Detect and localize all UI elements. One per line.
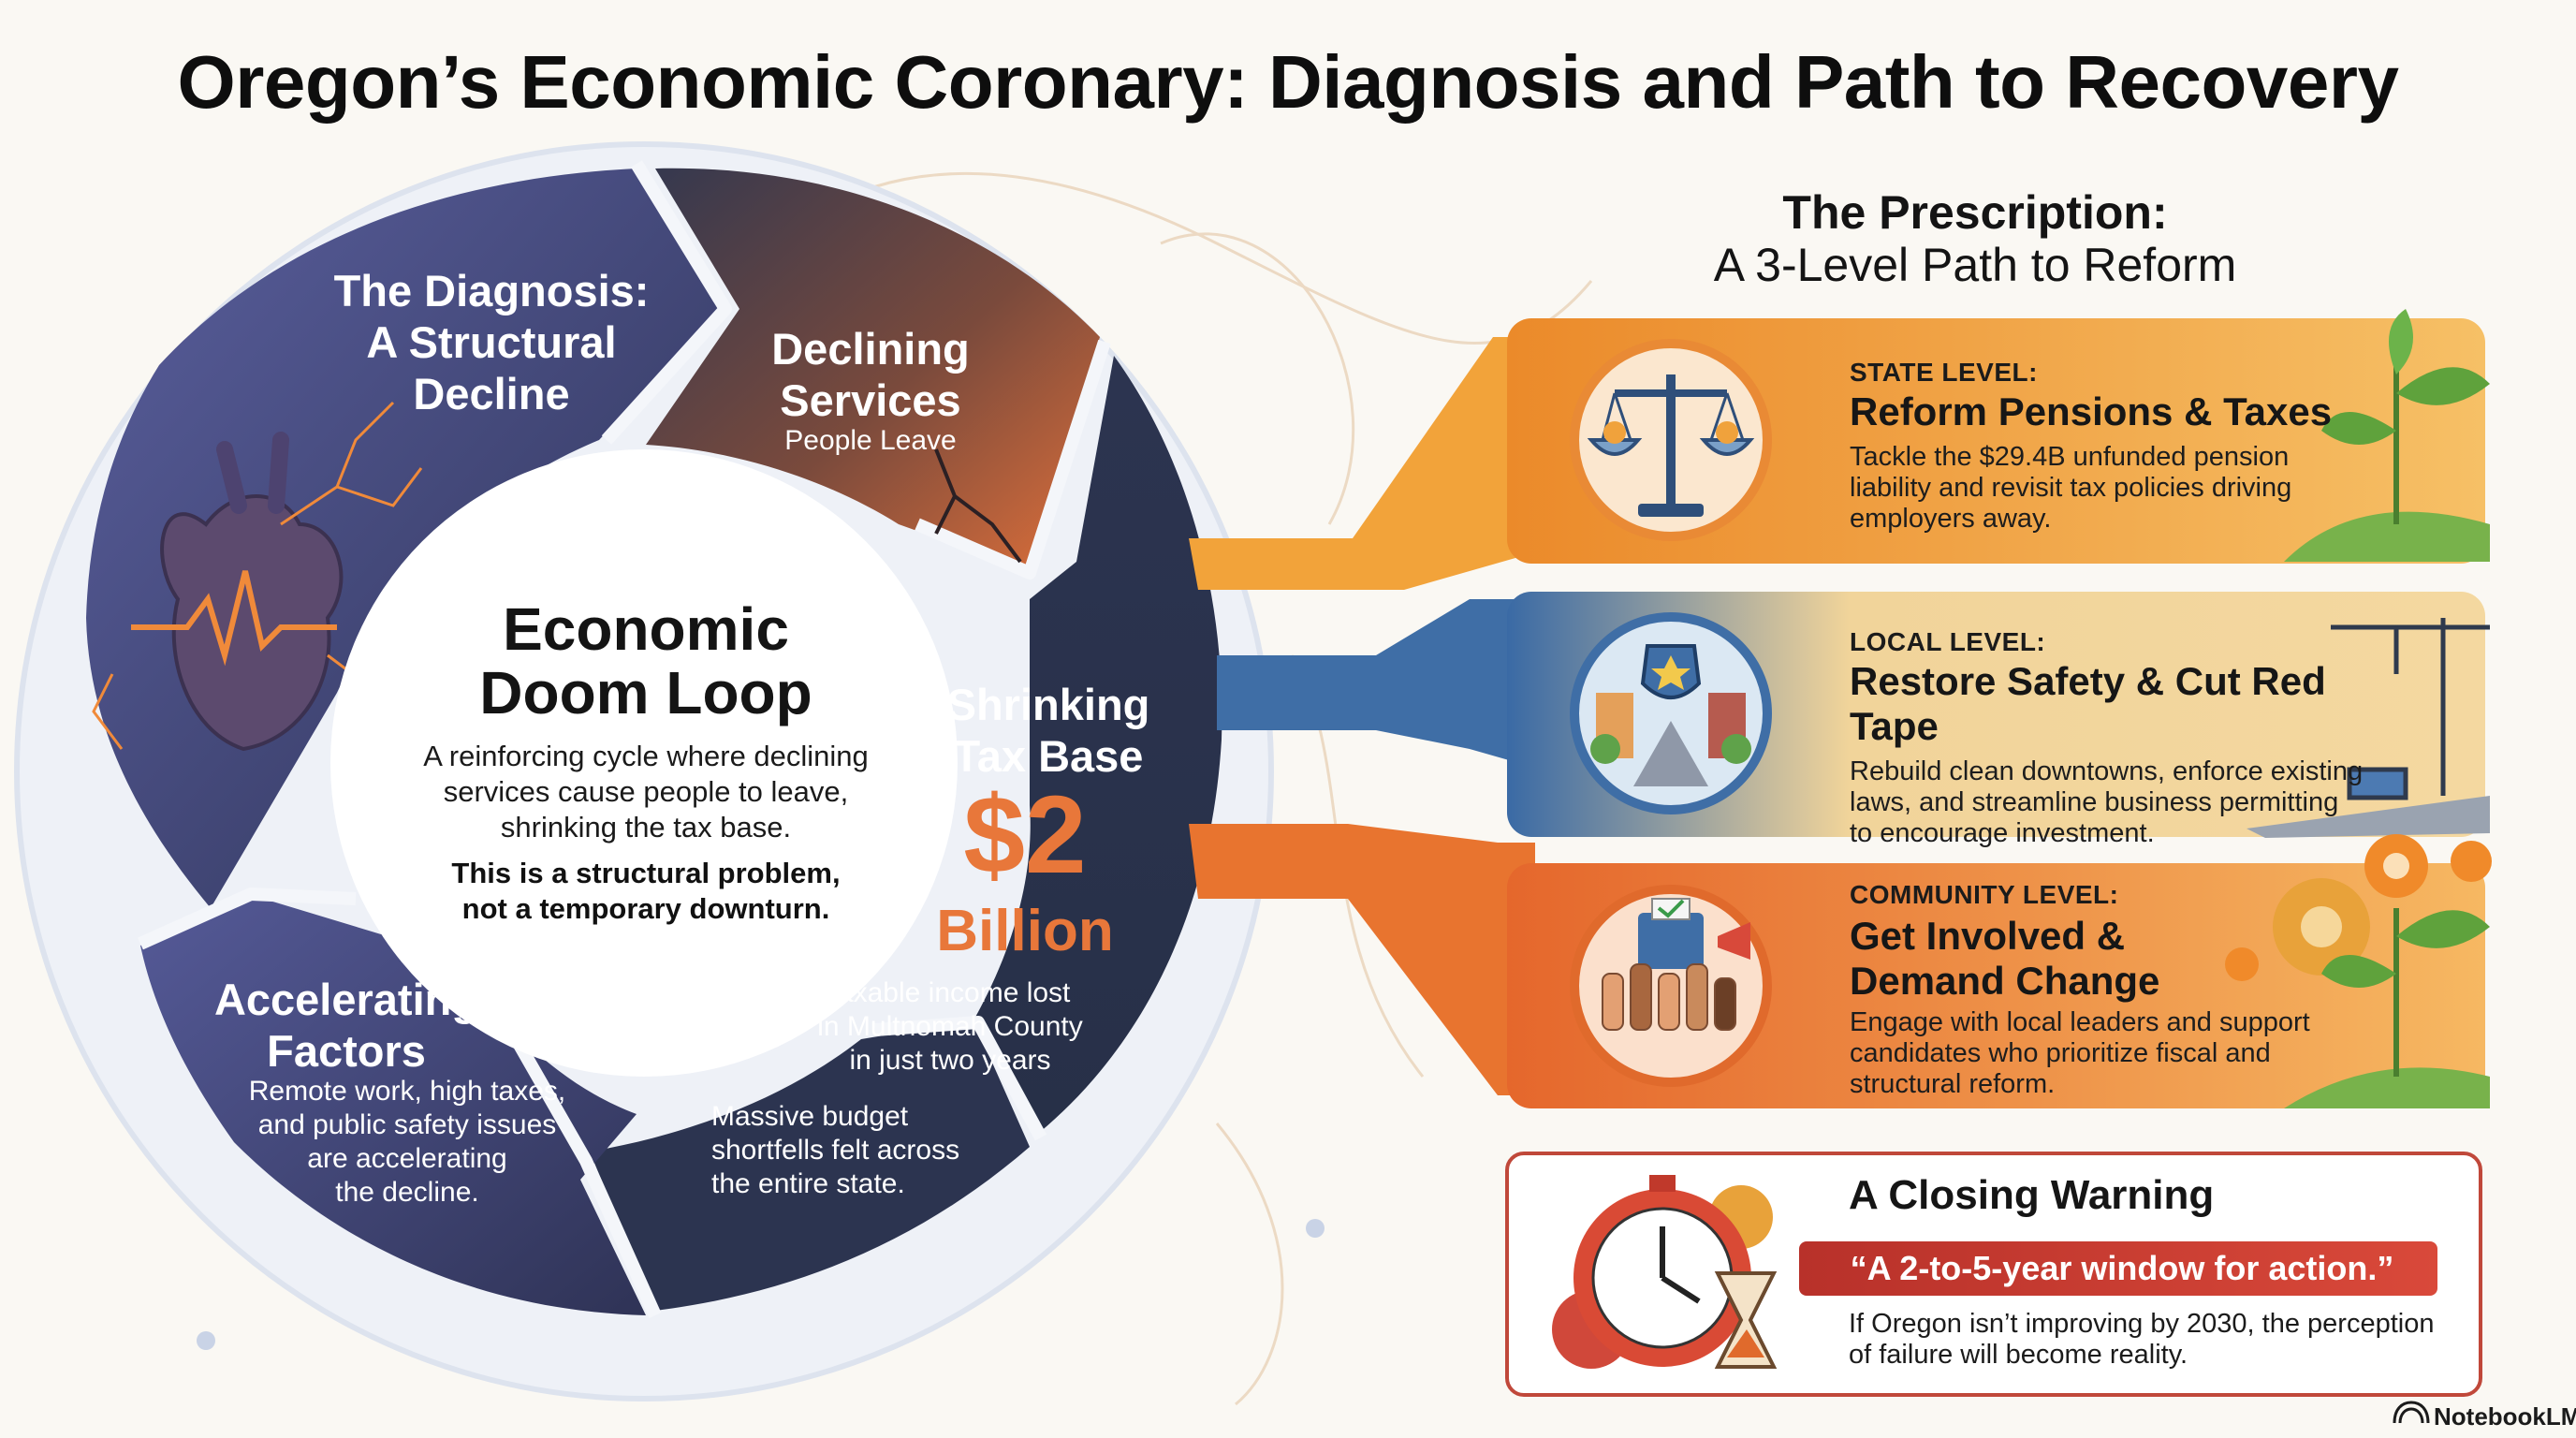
segment-accelerating	[140, 894, 646, 1315]
amount-value: $2	[963, 773, 1087, 897]
community-level-body-line: structural reform.	[1850, 1069, 2056, 1099]
center-description-line: A reinforcing cycle where declining	[423, 740, 869, 772]
diagnosis-title-line: The Diagnosis:	[333, 266, 650, 315]
accelerating-body: Remote work, high taxes, and public safe…	[225, 1075, 590, 1210]
shrinking-title: Shrinking Tax Base	[936, 679, 1161, 782]
community-level-band	[1507, 863, 2485, 1108]
segment-shrinking	[973, 356, 1222, 1133]
local-level-label: LOCAL LEVEL:	[1850, 627, 2046, 656]
warning-quote-bar	[1799, 1241, 2437, 1296]
ballot-box-hands-icon	[1570, 885, 1772, 1087]
decor-dot	[197, 1331, 215, 1350]
amount-unit: Billion	[936, 899, 1114, 963]
state-level-body-line: employers away.	[1850, 504, 2052, 534]
declining-title-line: Declining	[771, 324, 970, 374]
accelerating-title: Accelerating Factors	[197, 974, 496, 1077]
diagnosis-title: The Diagnosis: A Structural Decline	[281, 265, 702, 419]
decor-dot	[1306, 1219, 1325, 1238]
shortfalls-body-line: shortfells felt across	[711, 1135, 960, 1166]
declining-subtitle: People Leave	[784, 425, 957, 456]
notebooklm-logo-icon	[2393, 1401, 2430, 1424]
shrinking-body-line: taxable income lost	[829, 977, 1071, 1008]
shrinking-body-line: in just two years	[849, 1045, 1051, 1076]
center-emphasis-line: This is a structural problem,	[451, 857, 841, 889]
connector-orange-bottom	[1189, 824, 1535, 1095]
police-badge-street-icon	[1570, 612, 1772, 814]
shrinking-title-line: Shrinking	[946, 680, 1150, 729]
local-level-body-line: laws, and streamline business permitting	[1850, 787, 2339, 817]
shrinking-body: taxable income lost in Multnomah County …	[796, 976, 1105, 1078]
local-level-body-line: Rebuild clean downtowns, enforce existin…	[1850, 756, 2364, 786]
sprouting-plant-icon	[2284, 309, 2490, 562]
center-title-line: Doom Loop	[479, 659, 812, 726]
cracked-heart-icon	[92, 401, 423, 752]
accelerating-body-line: and public safety issues	[257, 1109, 557, 1140]
community-level-body-line: Engage with local leaders and support	[1850, 1007, 2310, 1037]
declining-title: Declining Services	[730, 323, 1011, 426]
crane-icon	[2247, 618, 2490, 838]
state-level-label: STATE LEVEL:	[1850, 358, 2038, 387]
center-emphasis: This is a structural problem, not a temp…	[384, 856, 908, 927]
brand-label: NotebookLM	[2434, 1402, 2576, 1431]
accelerating-body-line: the decline.	[335, 1177, 479, 1208]
local-level-body-line: to encourage investment.	[1850, 818, 2155, 848]
declining-title-line: Services	[780, 375, 961, 425]
center-emphasis-line: not a temporary downturn.	[461, 892, 830, 925]
community-level-title-line: Demand Change	[1850, 959, 2160, 1003]
state-level-body-line: Tackle the $29.4B unfunded pension	[1850, 442, 2290, 472]
community-level-title: Get Involved & Demand Change	[1850, 914, 2336, 1004]
loop-center-circle	[330, 449, 958, 1077]
state-level-body: Tackle the $29.4B unfunded pension liabi…	[1850, 442, 2374, 535]
accelerating-title-line: Factors	[267, 1026, 426, 1076]
diagnosis-title-line: A Structural	[366, 317, 617, 367]
segment-shortfalls	[590, 1020, 1030, 1311]
local-level-body: Rebuild clean downtowns, enforce existin…	[1850, 756, 2411, 849]
diagnosis-title-line: Decline	[413, 369, 570, 418]
prescription-title: The Prescription:	[1782, 186, 2168, 239]
local-level-title: Restore Safety & Cut Red Tape	[1850, 659, 2326, 748]
gears-plant-icon	[2225, 834, 2492, 1108]
warning-body: If Oregon isn’t improving by 2030, the p…	[1849, 1309, 2457, 1371]
segment-declining	[646, 168, 1100, 572]
accelerating-title-line: Accelerating	[213, 975, 479, 1024]
community-level-body: Engage with local leaders and support ca…	[1850, 1007, 2336, 1100]
center-title-line: Economic	[503, 595, 789, 663]
center-description-line: services cause people to leave,	[443, 775, 849, 808]
shrinking-body-line: in Multnomah County	[817, 1011, 1083, 1042]
connector-orange-top	[1189, 337, 1535, 590]
warning-body-line: If Oregon isn’t improving by 2030, the p…	[1849, 1309, 2435, 1339]
accelerating-body-line: are accelerating	[307, 1143, 507, 1174]
community-level-title-line: Get Involved &	[1850, 914, 2126, 958]
shortfalls-body: Massive budget shortfells felt across th…	[711, 1100, 992, 1201]
center-description: A reinforcing cycle where declining serv…	[384, 739, 908, 845]
community-level: COMMUNITY LEVEL: Get Involved & Demand C…	[1850, 880, 2336, 1100]
shortfalls-body-line: Massive budget	[711, 1101, 909, 1132]
page-title: Oregon’s Economic Coronary: Diagnosis an…	[177, 40, 2400, 124]
shrinking-title-line: Tax Base	[953, 731, 1144, 781]
state-level-title: Reform Pensions & Taxes	[1850, 389, 2333, 433]
scales-icon	[1570, 339, 1772, 541]
center-description-line: shrinking the tax base.	[500, 811, 792, 844]
crack-lines	[934, 448, 1022, 564]
prescription-subtitle: A 3-Level Path to Reform	[1713, 239, 2237, 291]
warning-title: A Closing Warning	[1849, 1172, 2215, 1218]
center-title: Economic Doom Loop	[393, 597, 899, 725]
local-level: LOCAL LEVEL: Restore Safety & Cut Red Ta…	[1850, 627, 2411, 849]
stopwatch-hourglass-icon	[1552, 1175, 1778, 1369]
accelerating-body-line: Remote work, high taxes,	[248, 1076, 566, 1107]
connector-blue	[1217, 599, 1535, 768]
warning-body-line: of failure will become reality.	[1849, 1340, 2188, 1370]
shortfalls-body-line: the entire state.	[711, 1168, 905, 1199]
state-level-body-line: liability and revisit tax policies drivi…	[1850, 473, 2292, 503]
state-level: STATE LEVEL: Reform Pensions & Taxes Tac…	[1850, 358, 2374, 535]
warning-quote: “A 2-to-5-year window for action.”	[1850, 1249, 2394, 1287]
community-level-label: COMMUNITY LEVEL:	[1850, 880, 2119, 909]
community-level-body-line: candidates who prioritize fiscal and	[1850, 1038, 2271, 1068]
